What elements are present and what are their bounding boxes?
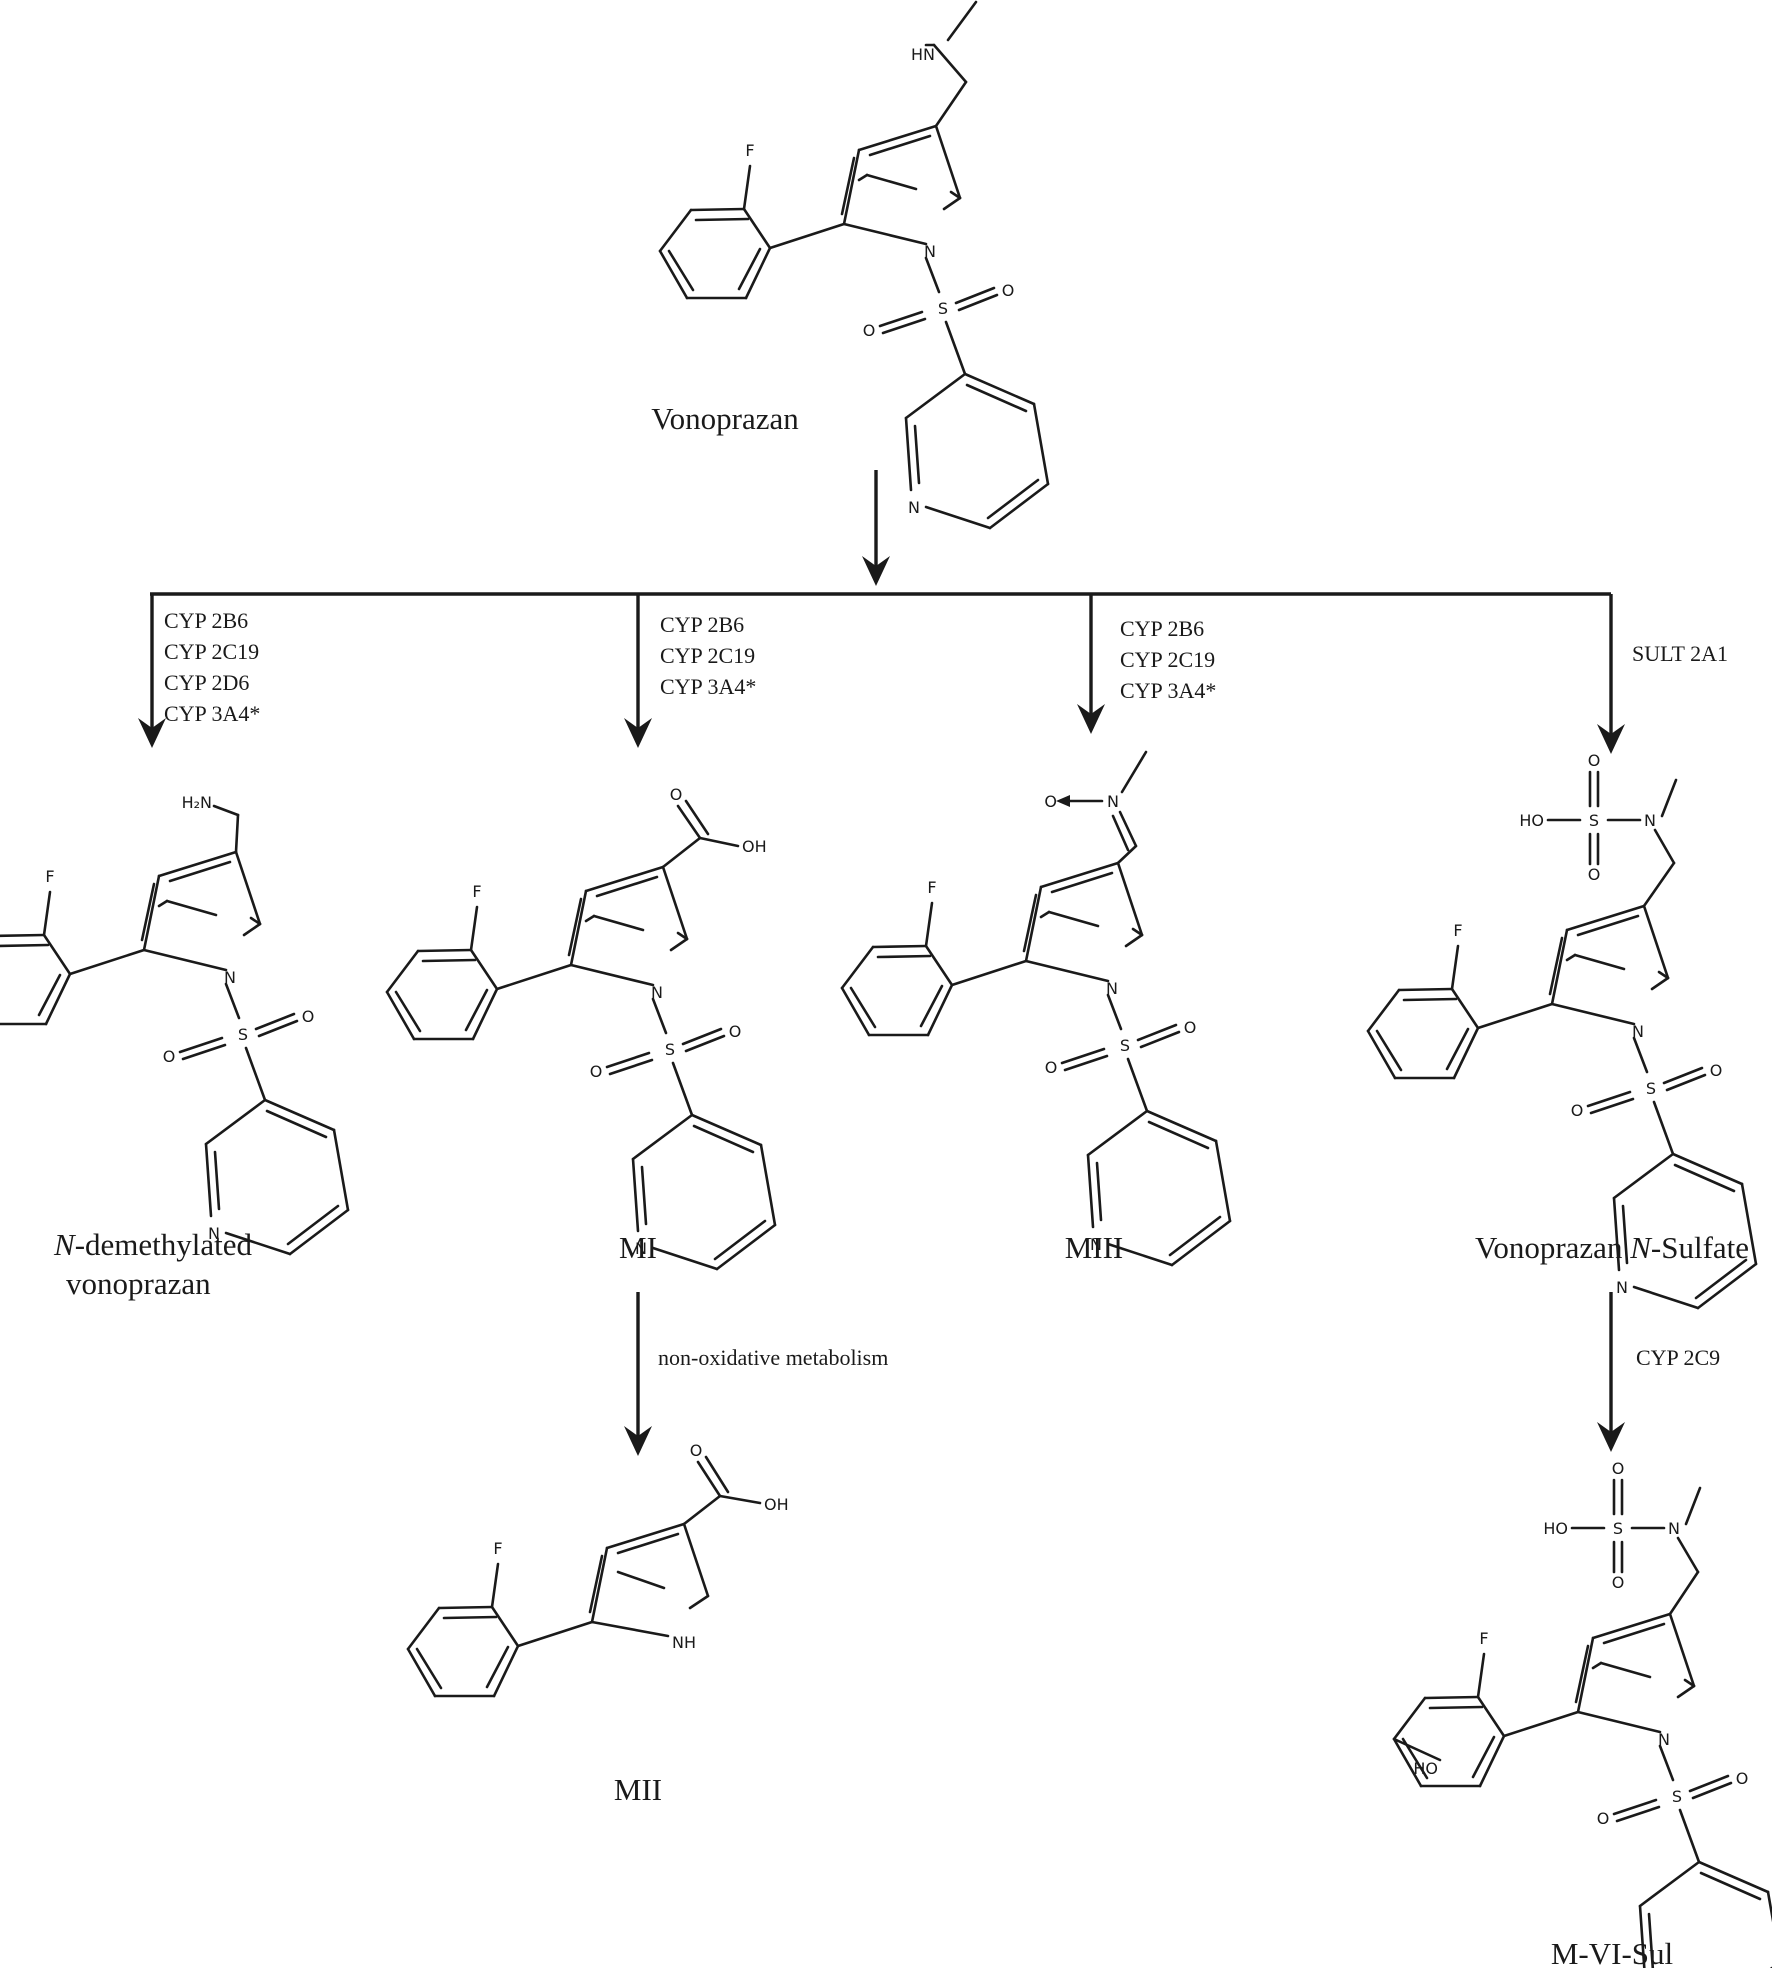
label-miii: MIII bbox=[1065, 1230, 1124, 1265]
svg-text:OH: OH bbox=[742, 837, 767, 856]
enzymes-sulfate-to-mvisul: CYP 2C9 bbox=[1636, 1345, 1720, 1370]
label-mii: MII bbox=[614, 1772, 662, 1807]
label-vonoprazan: Vonoprazan bbox=[651, 401, 799, 436]
svg-text:O: O bbox=[1612, 1573, 1625, 1592]
structure-mi: O OH bbox=[385, 785, 777, 1271]
svg-text:O: O bbox=[1044, 792, 1057, 811]
svg-text:N: N bbox=[1668, 1519, 1680, 1538]
enzymes-branch4: SULT 2A1 bbox=[1632, 641, 1728, 666]
structure-mii: O OH NH F bbox=[406, 1441, 789, 1698]
label-n-demethylated-vonoprazan: N-demethylated bbox=[53, 1227, 252, 1262]
branch-arrow-1 bbox=[138, 594, 166, 748]
arrow-mi-to-mii bbox=[624, 1292, 652, 1456]
svg-text:N: N bbox=[1107, 792, 1119, 811]
enzymes-mi-to-mii: non-oxidative metabolism bbox=[658, 1345, 888, 1370]
svg-text:HO: HO bbox=[1413, 1759, 1438, 1778]
svg-text:H₂N: H₂N bbox=[182, 793, 212, 812]
svg-text:O: O bbox=[670, 785, 683, 804]
label-n-demethylated-vonoprazan-line2: vonoprazan bbox=[66, 1266, 211, 1301]
label-mi: MI bbox=[619, 1230, 657, 1265]
svg-text:O: O bbox=[1588, 865, 1601, 884]
svg-text:HN: HN bbox=[911, 45, 935, 64]
svg-text:HO: HO bbox=[1519, 811, 1544, 830]
branch-arrow-2 bbox=[624, 594, 652, 748]
structure-vonoprazan-n-sulfate: N S O O HO bbox=[1366, 751, 1758, 1310]
arrow-sulfate-to-mvisul bbox=[1597, 1292, 1625, 1452]
enzymes-branch1: CYP 2B6 CYP 2C19 CYP 2D6 CYP 3A4* bbox=[164, 608, 265, 726]
svg-text:HO: HO bbox=[1543, 1519, 1568, 1538]
svg-text:O: O bbox=[1588, 751, 1601, 770]
svg-text:OH: OH bbox=[764, 1495, 789, 1514]
svg-text:S: S bbox=[1613, 1519, 1623, 1538]
label-m-vi-sul: M-VI-Sul bbox=[1551, 1936, 1673, 1968]
enzymes-branch3: CYP 2B6 CYP 2C19 CYP 3A4* bbox=[1120, 616, 1221, 703]
svg-text:N: N bbox=[1644, 811, 1656, 830]
branch-arrow-4 bbox=[1597, 594, 1625, 754]
enzymes-branch2: CYP 2B6 CYP 2C19 CYP 3A4* bbox=[660, 612, 761, 699]
svg-text:S: S bbox=[1589, 811, 1599, 830]
main-arrow bbox=[862, 470, 890, 586]
structure-miii: N O bbox=[840, 750, 1232, 1267]
svg-text:O: O bbox=[1612, 1459, 1625, 1478]
structure-vonoprazan: HN bbox=[658, 0, 1050, 530]
svg-text:F: F bbox=[493, 1539, 502, 1558]
structure-m-vi-sul: N S O O HO HO bbox=[1392, 1459, 1772, 1968]
svg-text:O: O bbox=[690, 1441, 703, 1460]
label-vonoprazan-n-sulfate: Vonoprazan N-Sulfate bbox=[1475, 1230, 1749, 1265]
structure-n-demethylated-vonoprazan: H₂N bbox=[0, 793, 350, 1256]
svg-text:NH: NH bbox=[672, 1633, 696, 1652]
branch-arrow-3 bbox=[1077, 594, 1105, 734]
